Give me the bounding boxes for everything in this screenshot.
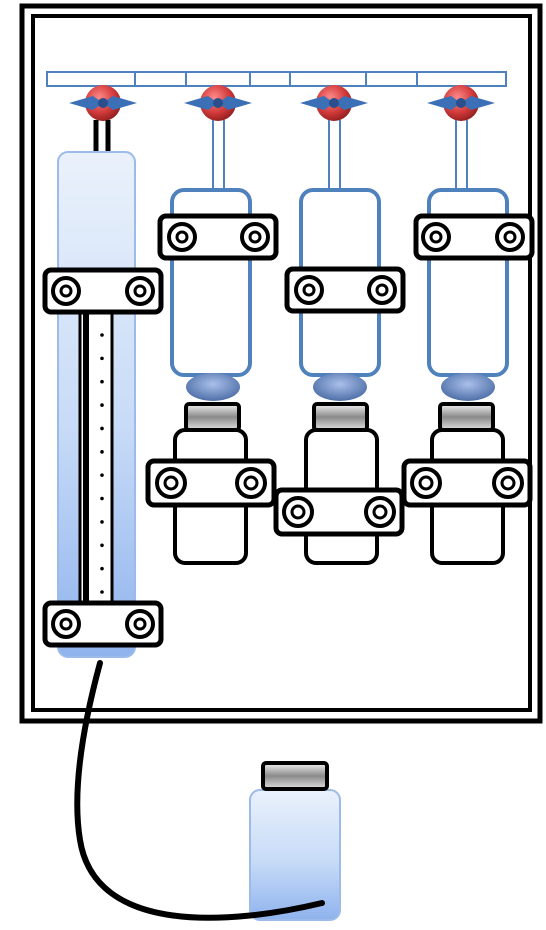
clamp <box>284 266 406 314</box>
burette-tick <box>100 379 104 384</box>
flask-2 <box>304 402 379 565</box>
burette-tick <box>100 590 104 594</box>
clamp <box>42 600 164 648</box>
drain-tube <box>74 660 325 921</box>
clamp <box>401 458 533 508</box>
burette-tick <box>100 566 104 571</box>
manifold-rail <box>46 71 507 87</box>
burette-tick <box>100 450 104 454</box>
burette-column <box>57 151 136 658</box>
stopcock-icon[interactable] <box>427 85 495 121</box>
clamp <box>145 458 277 508</box>
clamp <box>42 267 164 315</box>
burette-tick <box>100 520 104 524</box>
burette-tick <box>100 426 104 431</box>
burette-tick <box>100 543 104 548</box>
stopcock-icon[interactable] <box>184 85 252 121</box>
receiver-bottle <box>249 761 341 921</box>
burette-tick <box>100 333 104 337</box>
clamp <box>413 213 535 261</box>
burette-tick <box>100 356 104 361</box>
burette-tick <box>100 473 104 477</box>
stopcock-icon[interactable] <box>69 85 137 121</box>
burette-scale <box>100 333 104 594</box>
stopcock-icon[interactable] <box>300 85 368 121</box>
burette-tick <box>100 403 104 407</box>
burette-tick <box>100 496 104 501</box>
clamp <box>273 487 405 537</box>
clamp <box>157 213 279 261</box>
feed-lines <box>93 120 468 190</box>
